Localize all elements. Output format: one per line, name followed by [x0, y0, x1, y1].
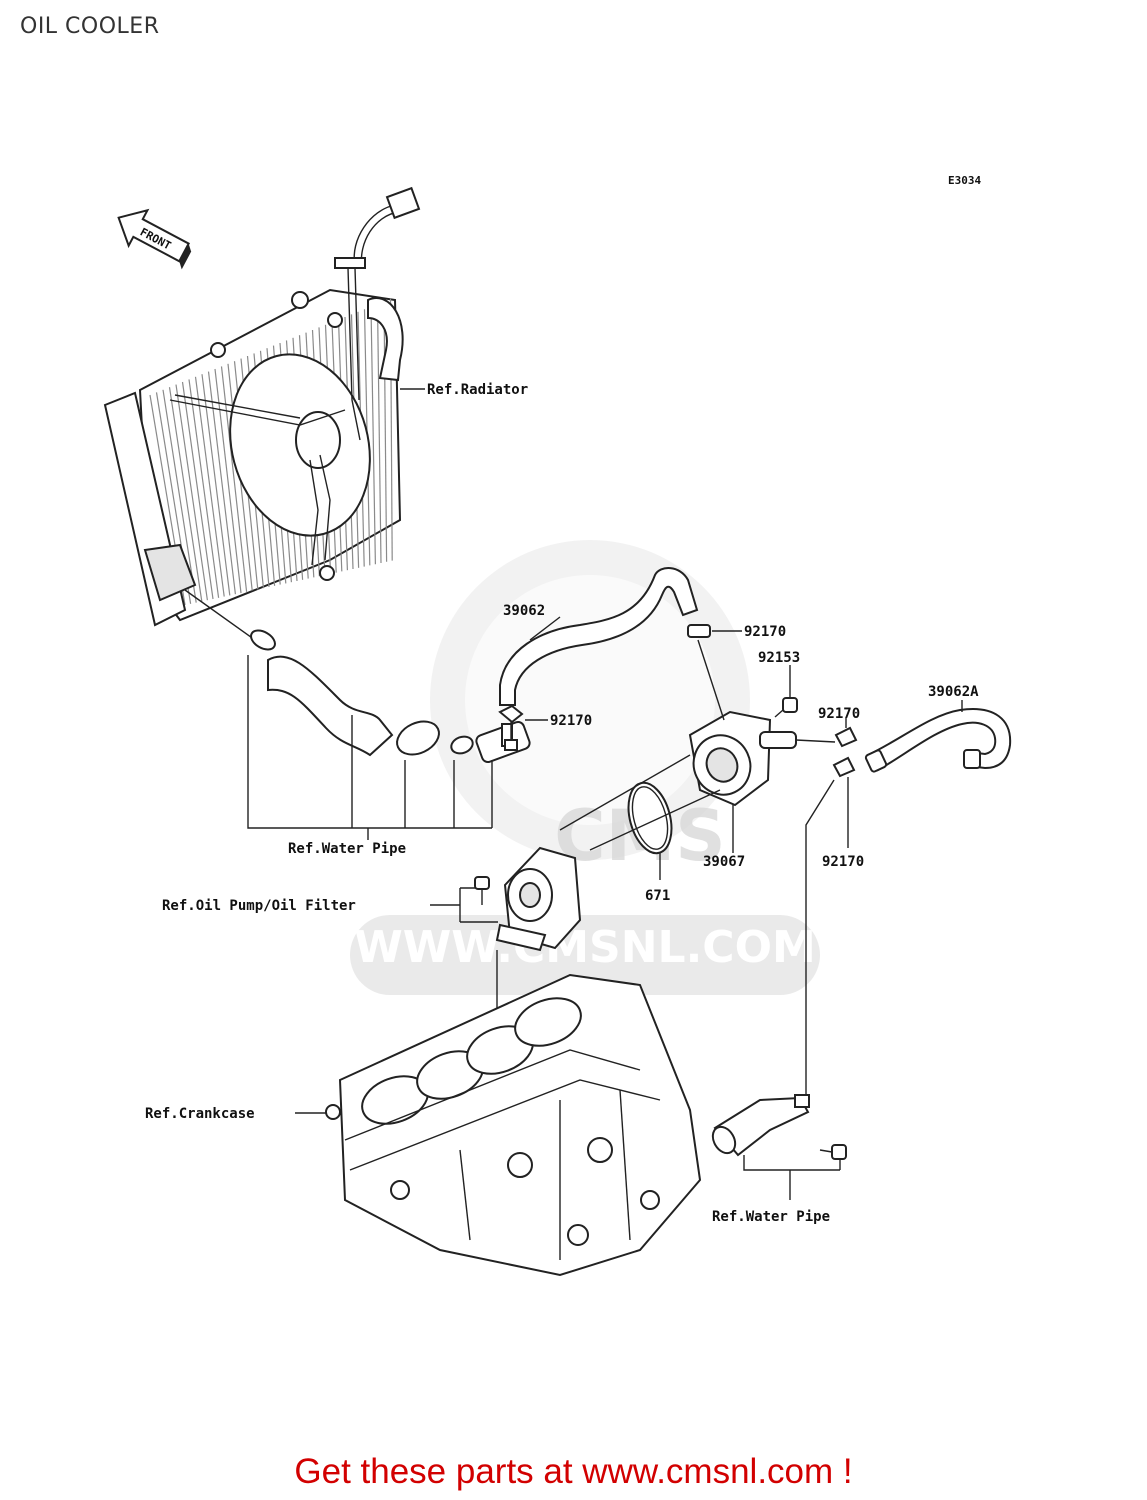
hose-39062 — [499, 567, 699, 706]
radiator-fin — [175, 384, 208, 601]
label-39067: 39067 — [703, 854, 745, 870]
label-ref-oil-pump-filter: Ref.Oil Pump/Oil Filter — [162, 898, 356, 914]
radiator-fin — [188, 379, 220, 598]
radiator-fin — [376, 303, 382, 564]
watermark-url: WWW.CMSNL.COM — [354, 922, 816, 973]
label-ref-water-pipe-2: Ref.Water Pipe — [712, 1209, 830, 1225]
label-92170-right-upper: 92170 — [818, 706, 860, 722]
clamp-92170-upper — [687, 624, 711, 638]
bolt-92153 — [774, 697, 798, 718]
diagram-code: E3034 — [948, 174, 981, 187]
radiator-fin — [162, 389, 197, 603]
oil-filter-housing — [474, 846, 582, 952]
radiator-fin — [194, 376, 225, 597]
label-ref-radiator: Ref.Radiator — [427, 382, 528, 398]
radiator-fin — [370, 306, 376, 565]
radiator-fin — [168, 387, 203, 602]
label-ref-crankcase: Ref.Crankcase — [145, 1106, 255, 1122]
clamp-92170-right-lower — [805, 756, 856, 1095]
radiator-fin — [383, 301, 388, 562]
clamp-92170-center — [498, 704, 524, 751]
label-92170-center: 92170 — [550, 713, 592, 729]
radiator — [103, 186, 421, 627]
label-39062: 39062 — [503, 603, 545, 619]
radiator-fin — [181, 381, 214, 600]
radiator-fin — [214, 368, 242, 594]
page-title: OIL COOLER — [20, 14, 160, 39]
oil-cooler-39067 — [688, 639, 797, 807]
label-671: 671 — [645, 888, 670, 904]
label-92170-right-lower: 92170 — [822, 854, 864, 870]
watermark-banner — [350, 915, 820, 995]
front-arrow-icon: FRONT — [117, 208, 192, 270]
footer-link[interactable]: Get these parts at www.cmsnl.com ! — [0, 1452, 1147, 1492]
label-92170-a: 92170 — [744, 624, 786, 640]
water-pipe-lower — [711, 1094, 847, 1160]
lower-radiator-hose — [184, 589, 531, 764]
clamp-92170-right-upper — [834, 726, 858, 748]
o-ring-671 — [627, 781, 673, 855]
crankcase — [325, 973, 702, 1277]
radiator-fin — [201, 374, 231, 596]
label-92153: 92153 — [758, 650, 800, 666]
label-39062A: 39062A — [928, 684, 979, 700]
footer-text[interactable]: Get these parts at www.cmsnl.com ! — [294, 1452, 853, 1491]
hose-39062A — [864, 708, 1012, 773]
label-ref-water-pipe-1: Ref.Water Pipe — [288, 841, 406, 857]
